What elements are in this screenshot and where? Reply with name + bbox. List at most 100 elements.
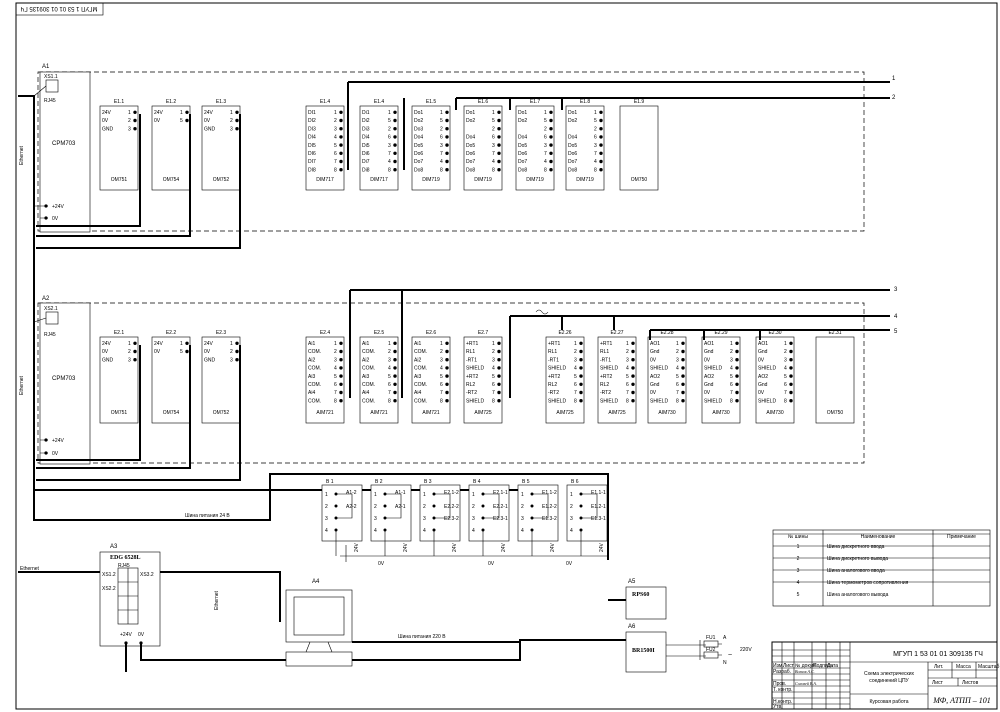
rack1-pin-label: Di5	[362, 143, 370, 149]
a5-label: A5	[628, 579, 636, 585]
rack1-pin-terminal	[235, 110, 239, 115]
rack1-pin-number: 3	[334, 126, 337, 132]
rack1-pin-terminal	[549, 151, 553, 155]
terminal-tag-b: E2.2-1	[493, 504, 508, 510]
rack1-module-id: E1.9	[634, 99, 645, 105]
rack-a2: A2 XS2.1 RJ45 CPM703 +24V 0V E2.1OM75124…	[37, 296, 865, 465]
rack2-pin-label: Ai4	[362, 390, 369, 396]
terminal-pin-number: 2	[521, 504, 524, 510]
rack2-pin-number: 1	[440, 341, 443, 347]
rack2-pin-terminal	[579, 349, 583, 354]
rack2-pin-number: 1	[676, 341, 679, 347]
rack2-pin-number: 2	[784, 349, 787, 355]
rack1-pin-label: Do2	[414, 118, 423, 124]
terminal-24v: 24V	[550, 542, 556, 552]
terminal-tag-a: E2.1-2	[444, 490, 459, 496]
rack2-pin-terminal	[133, 341, 137, 345]
rack1-pin-label: Do8	[414, 167, 423, 173]
a3-xs3: XS3.2	[140, 572, 154, 578]
rack2-pin-label: 0V	[650, 390, 657, 396]
rack1-module-id: E1.2	[166, 99, 177, 105]
terminal-pin-number: 1	[570, 492, 573, 498]
rack2-pin-terminal	[339, 341, 343, 345]
rack2-module-type: OM751	[111, 410, 128, 416]
terminal-pin	[530, 504, 534, 508]
rack1-pin-number: 3	[544, 143, 547, 149]
rack2-pin-terminal	[735, 399, 739, 403]
rack2-pin-terminal	[789, 390, 793, 395]
rack1-pin-label: 24V	[102, 110, 112, 116]
rack1-pin-terminal	[445, 110, 449, 115]
rack1-pin-terminal	[393, 127, 397, 131]
rack1-pin-label: Do3	[414, 126, 423, 132]
rack2-pin-terminal	[497, 374, 501, 378]
title-work: Курсовая работа	[869, 699, 908, 705]
rack1-pin-label: 0V	[102, 118, 109, 124]
rack1-pin-label: Do4	[518, 135, 527, 141]
legend-header: Наименование	[861, 534, 896, 540]
keyboard	[285, 651, 353, 667]
bus-3	[349, 289, 890, 398]
rack2-pin-label: Ai3	[362, 374, 369, 380]
rack2-pin-terminal	[631, 382, 635, 386]
rack1-pin-label: GND	[204, 126, 216, 132]
rack2-pin-label: COM.	[414, 349, 427, 355]
rack2-pin-terminal	[681, 390, 685, 395]
rack2-pin-label: 24V	[204, 341, 214, 347]
terminal-tag-b: E2.2-2	[444, 504, 459, 510]
rack2-pin-number: 3	[784, 357, 787, 363]
rack2-pin-number: 3	[440, 357, 443, 363]
a3-xs2: XS2.2	[102, 586, 116, 592]
rack1-pin-terminal	[497, 159, 501, 164]
rack2-pin-terminal	[133, 349, 137, 354]
rack1-pin-terminal	[393, 151, 397, 155]
terminal-block-id: B 4	[473, 479, 481, 485]
rack1-pin-number: 6	[594, 135, 597, 141]
rack2-pin-label: COM.	[362, 398, 375, 404]
rack2-pin-terminal	[393, 341, 397, 345]
rack1-pin-terminal	[445, 168, 449, 172]
rack2-pin-label: COM.	[308, 349, 321, 355]
rack2-pin-label: 24V	[154, 341, 164, 347]
rack2-pin-terminal	[579, 390, 583, 395]
rack2-pin-number: 5	[626, 374, 629, 380]
rack2-pin-number: 6	[334, 382, 337, 388]
ethernet-drops	[33, 85, 47, 323]
rack2-pin-terminal	[579, 366, 583, 370]
terminal-pin-number: 2	[325, 504, 328, 510]
title-name-2: соединений ЦПУ	[869, 677, 909, 684]
rack1-pin-label: Di1	[362, 110, 370, 116]
rack2-pin-number: 7	[730, 390, 733, 396]
rack1-module-type: OM751	[111, 177, 128, 183]
rack2-pin-terminal	[393, 366, 397, 370]
rack1-pin-terminal	[393, 135, 397, 139]
rack-a2-label: A2	[42, 296, 50, 302]
rack1-pin-terminal	[599, 168, 603, 172]
rack2-pin-terminal	[681, 358, 685, 362]
rack2-pin-label: AO2	[758, 374, 768, 380]
rack2-module-body	[359, 336, 399, 424]
a3-power-wires	[125, 639, 608, 672]
rack1-pin-number: 1	[388, 110, 391, 116]
ethernet-label-1: Ethernet	[19, 145, 25, 165]
phase-a: A	[723, 635, 727, 641]
ethernet-label-2: Ethernet	[19, 375, 25, 395]
rack1-pin-terminal	[599, 110, 603, 115]
cpu-power-wires	[34, 205, 48, 454]
rack1-pin-terminal	[497, 143, 501, 147]
a3-label: A3	[110, 544, 118, 550]
rack2-pin-label: COM.	[308, 398, 321, 404]
rack1-pin-label: DI7	[308, 159, 316, 165]
rack1-pin-label: 24V	[154, 110, 164, 116]
rack2-pin-label: SHIELD	[548, 398, 566, 404]
legend-bus-number: 3	[797, 568, 800, 574]
rack1-pin-terminal	[339, 143, 343, 147]
rack1-pin-terminal	[393, 159, 397, 164]
rack2-pin-terminal	[631, 390, 635, 395]
rack1-module-id: E1.4	[374, 99, 385, 105]
rack2-pin-terminal	[735, 382, 739, 386]
